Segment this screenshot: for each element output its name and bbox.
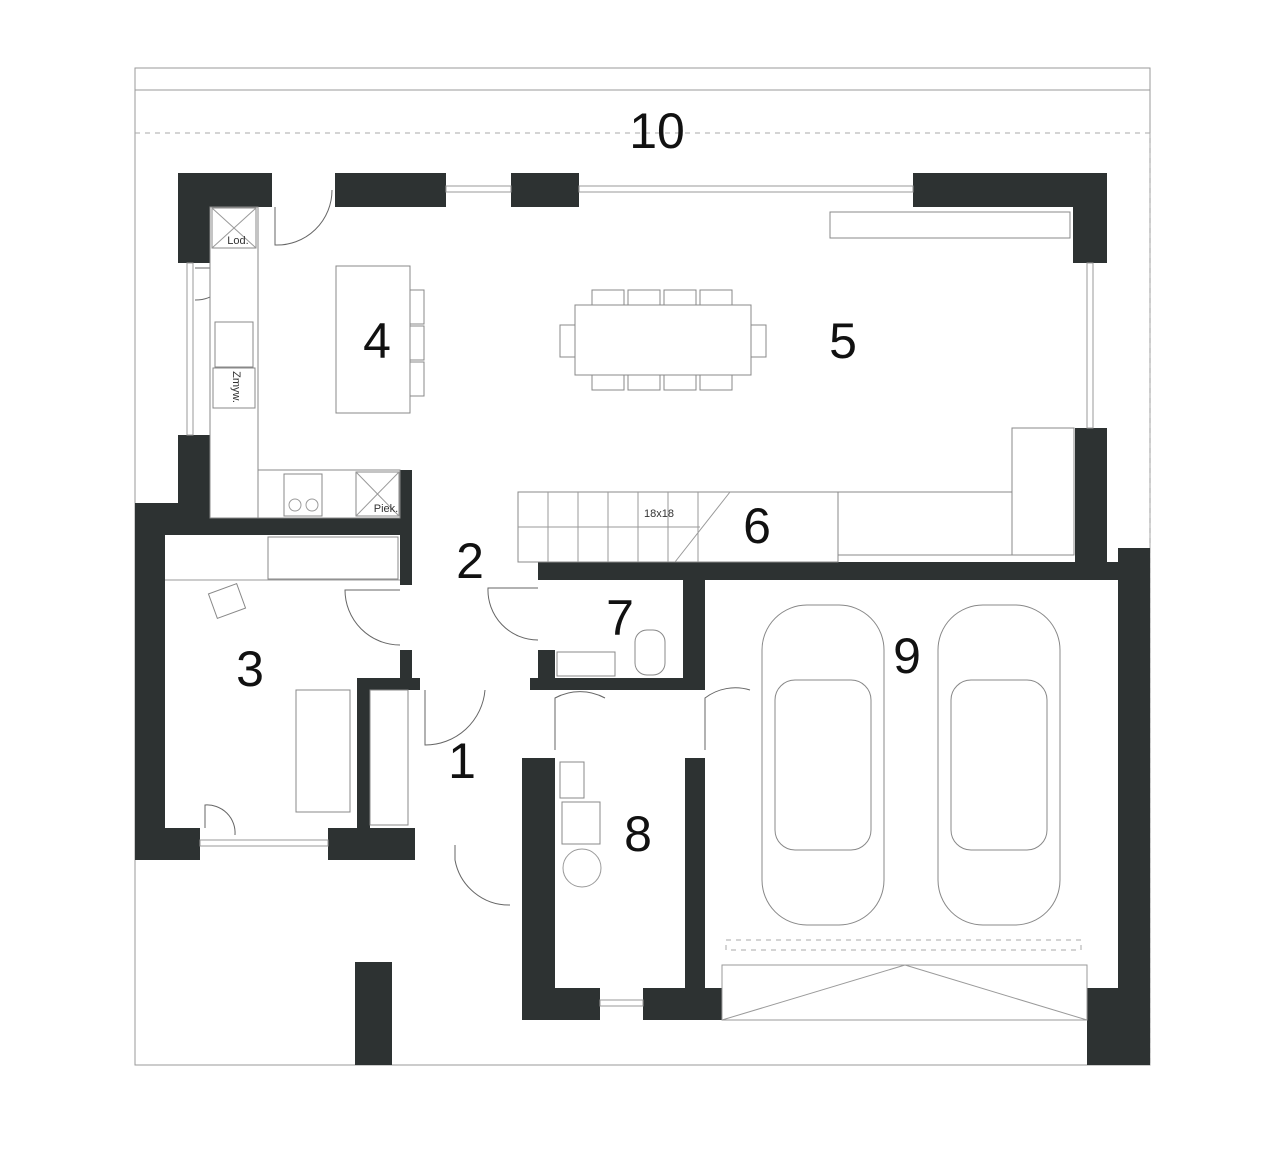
dishwasher (212, 367, 256, 409)
room-10-label: 10 (629, 103, 685, 159)
toilet (634, 629, 666, 676)
room-3-label: 3 (236, 641, 264, 697)
armchair (207, 583, 247, 619)
room-labels: 1 2 3 4 5 6 7 8 9 10 (236, 103, 921, 862)
washing-machine (561, 801, 601, 845)
room-2-label: 2 (456, 533, 484, 589)
sofa (295, 689, 351, 813)
cars (761, 604, 1061, 926)
living-furniture: 18x18 (517, 211, 1075, 563)
dining-table (574, 304, 752, 376)
windows (186, 185, 1094, 1021)
dishwasher-label: Zmyw. (230, 371, 242, 403)
kitchen-island (335, 265, 411, 414)
boiler (559, 761, 585, 799)
oven-label: Piek. (374, 503, 398, 515)
room-4-label: 4 (363, 313, 391, 369)
tank (562, 848, 602, 888)
sideboard (829, 211, 1071, 239)
fridge-label: Lod. (227, 235, 248, 247)
room-9-label: 9 (893, 628, 921, 684)
kitchen: Lod. Zmyw. Piek. (209, 206, 425, 519)
wardrobe (369, 689, 409, 826)
sink-icon (214, 321, 254, 368)
room-8-label: 8 (624, 806, 652, 862)
room-6-label: 6 (743, 498, 771, 554)
room-7-label: 7 (606, 590, 634, 646)
washbasin (556, 651, 616, 677)
utility-furniture (556, 629, 666, 888)
room-5-label: 5 (829, 313, 857, 369)
room-1-label: 1 (448, 733, 476, 789)
stairs-label: 18x18 (644, 508, 674, 520)
walls (135, 173, 1150, 1065)
doors (194, 189, 751, 906)
room-3-furniture (165, 536, 409, 826)
